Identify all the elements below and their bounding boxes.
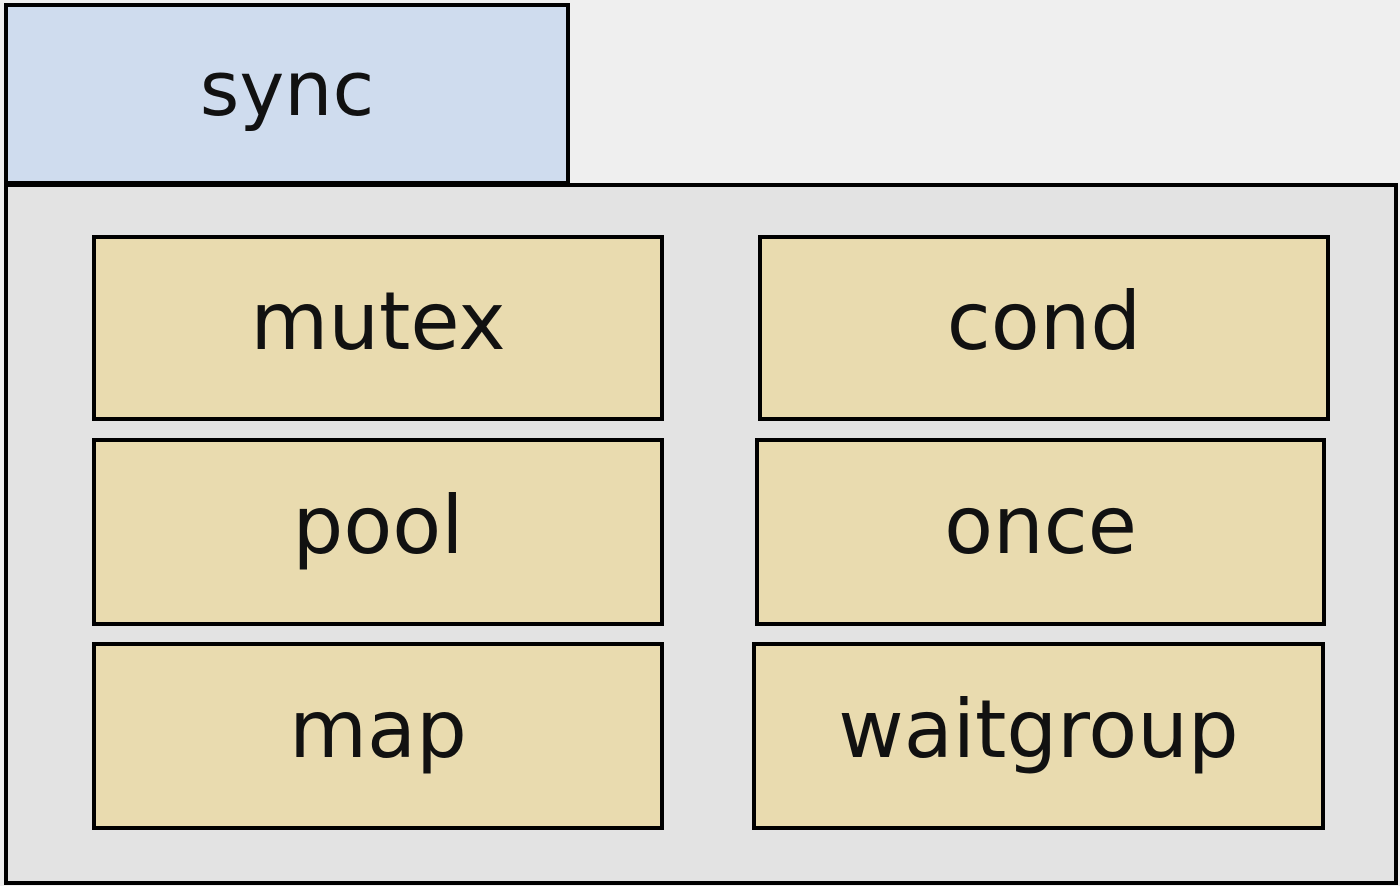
item-box-pool: pool (92, 438, 664, 626)
package-tab-label: sync (4, 3, 570, 185)
item-box-map: map (92, 642, 664, 830)
item-box-mutex: mutex (92, 235, 664, 421)
item-box-waitgroup: waitgroup (752, 642, 1325, 830)
item-box-cond: cond (758, 235, 1330, 421)
item-box-once: once (755, 438, 1326, 626)
